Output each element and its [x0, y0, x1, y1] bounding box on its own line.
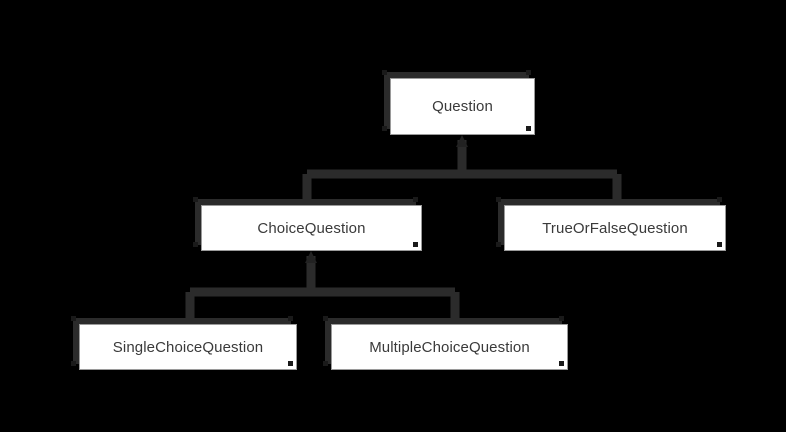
resize-handle-bottom-left[interactable] [323, 361, 328, 366]
resize-handle-top-left[interactable] [323, 316, 328, 321]
resize-handle-top-right[interactable] [559, 316, 564, 321]
class-node-choice-question[interactable]: ChoiceQuestion [193, 197, 422, 251]
class-node-multiple-choice-question[interactable]: MultipleChoiceQuestion [323, 316, 568, 370]
resize-handle-bottom-right[interactable] [559, 361, 564, 366]
node-body[interactable]: Question [390, 78, 535, 135]
resize-handle-bottom-right[interactable] [526, 126, 531, 131]
resize-handle-bottom-left[interactable] [496, 242, 501, 247]
class-name-label: SingleChoiceQuestion [112, 338, 264, 356]
class-name-label: Question [432, 98, 493, 115]
resize-handle-bottom-right[interactable] [717, 242, 722, 247]
class-name-label: TrueOrFalseQuestion [542, 219, 688, 237]
class-node-single-choice-question[interactable]: SingleChoiceQuestion [71, 316, 297, 370]
resize-handle-top-left[interactable] [496, 197, 501, 202]
resize-handle-top-right[interactable] [526, 70, 531, 75]
node-body[interactable]: TrueOrFalseQuestion [504, 205, 726, 251]
resize-handle-top-left[interactable] [71, 316, 76, 321]
node-body[interactable]: SingleChoiceQuestion [79, 324, 297, 370]
resize-handle-top-left[interactable] [193, 197, 198, 202]
resize-handle-top-right[interactable] [288, 316, 293, 321]
class-node-question[interactable]: Question [382, 70, 535, 135]
resize-handle-top-right[interactable] [717, 197, 722, 202]
resize-handle-top-right[interactable] [413, 197, 418, 202]
node-body[interactable]: ChoiceQuestion [201, 205, 422, 251]
class-name-label: ChoiceQuestion [257, 219, 366, 237]
resize-handle-bottom-left[interactable] [193, 242, 198, 247]
resize-handle-bottom-left[interactable] [71, 361, 76, 366]
arrowhead-into-question [456, 135, 468, 147]
resize-handle-top-left[interactable] [382, 70, 387, 75]
class-node-true-or-false-question[interactable]: TrueOrFalseQuestion [496, 197, 726, 251]
class-name-label: MultipleChoiceQuestion [369, 338, 530, 356]
resize-handle-bottom-left[interactable] [382, 126, 387, 131]
arrowhead-into-choice-question [305, 251, 317, 263]
resize-handle-bottom-right[interactable] [413, 242, 418, 247]
resize-handle-bottom-right[interactable] [288, 361, 293, 366]
node-body[interactable]: MultipleChoiceQuestion [331, 324, 568, 370]
